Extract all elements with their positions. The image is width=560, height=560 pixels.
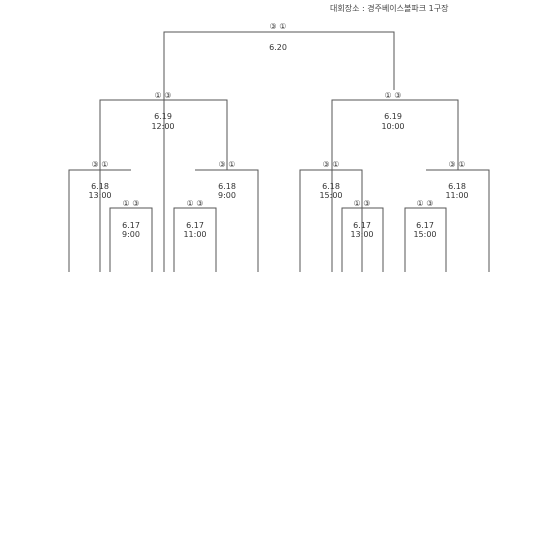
match-r1-1-score: ① ③ [122,199,140,208]
match-r1-1-time: 9:00 [122,230,140,239]
match-semi-right-time: 10:00 [381,122,405,131]
match-qf-2-date: 6.18 [218,182,236,191]
match-r1-2-score: ① ③ [186,199,204,208]
match-r1-3-score: ① ③ [353,199,371,208]
bracket-line-r1-2 [173,207,217,272]
match-r1-2-time: 11:00 [183,230,207,239]
match-r1-4-date: 6.17 [416,221,434,230]
match-semi-left-time: 12:00 [151,122,175,131]
match-qf-1-score: ③ ① [91,160,109,169]
match-qf-4-date: 6.18 [448,182,466,191]
match-semi-left-date: 6.19 [154,112,172,121]
match-qf-3-date: 6.18 [322,182,340,191]
match-semi-left-score: ① ③ [154,91,172,100]
bracket-line-r1-3 [341,207,384,272]
match-qf-2-score: ③ ① [218,160,236,169]
venue-label: 대회장소 : 경주베이스볼파크 1구장 [330,4,449,13]
match-final-score: ③ ① [269,22,287,31]
bracket-line-semi-right [331,99,459,272]
match-r1-3-time: 13:00 [350,230,374,239]
match-r1-2-date: 6.17 [186,221,204,230]
match-qf-4-score: ③ ① [448,160,466,169]
match-qf-1-time: 13:00 [88,191,112,200]
match-r1-3-date: 6.17 [353,221,371,230]
match-semi-right-date: 6.19 [384,112,402,121]
bracket-line-qf-1 [68,169,131,272]
match-semi-right-score: ① ③ [384,91,402,100]
bracket-line-r1-1 [109,207,153,272]
match-r1-4-score: ① ③ [416,199,434,208]
bracket-line-r1-4 [404,207,447,272]
match-qf-3-time: 15:00 [319,191,343,200]
match-final-date: 6.20 [269,43,287,52]
match-qf-4-time: 11:00 [445,191,469,200]
bracket-line-qf-4 [426,169,490,272]
bracket-line-qf-2 [195,169,259,272]
bracket-line-qf-3 [299,169,363,272]
match-r1-4-time: 15:00 [413,230,437,239]
match-qf-3-score: ③ ① [322,160,340,169]
bracket-line-final [163,31,395,272]
bracket-line-semi-left [99,99,228,272]
match-qf-2-time: 9:00 [218,191,236,200]
match-r1-1-date: 6.17 [122,221,140,230]
match-qf-1-date: 6.18 [91,182,109,191]
